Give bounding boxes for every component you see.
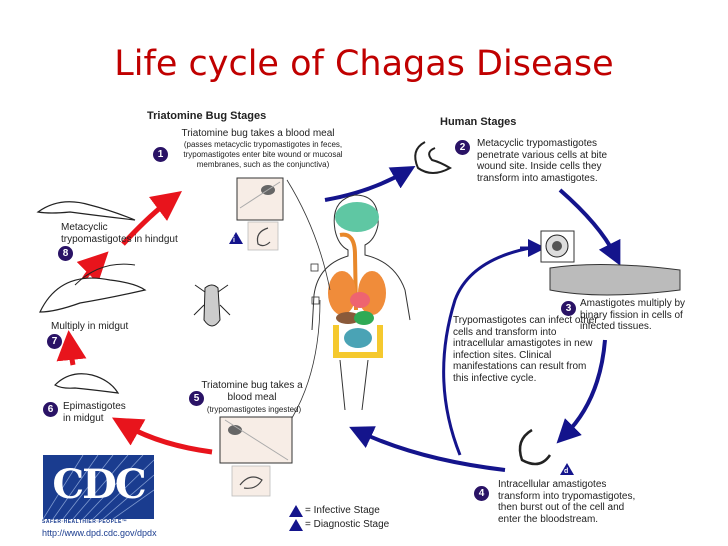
parasite-inset-5	[231, 465, 271, 497]
liver-illustration	[336, 312, 360, 324]
infective-stage-icon-1	[229, 232, 243, 244]
diagnostic-stage-icon-label: d	[564, 468, 569, 475]
infected-tissue-illustration	[549, 263, 681, 296]
stage-3-text: Amastigotes multiply by binary fission i…	[580, 298, 686, 332]
infective-stage-icon-label: i	[233, 237, 235, 244]
stage-1-detail: (passes metacyclic trypomastigotes in fe…	[183, 140, 343, 169]
legend-diagnostic-label: = Diagnostic Stage	[305, 519, 390, 530]
lungs-illustration-left	[328, 271, 356, 315]
human-figure	[311, 194, 411, 411]
stage-badge-8: 8	[58, 246, 73, 261]
triatomine-bug-illustration	[203, 284, 221, 327]
small-intestine-illustration	[344, 328, 372, 348]
stage-badge-1: 1	[153, 147, 168, 162]
arrow-4-to-5	[349, 426, 506, 472]
stage-1-title: Triatomine bug takes a blood meal	[181, 128, 335, 139]
brain-illustration	[335, 202, 379, 232]
stage-badge-3: 3	[561, 301, 576, 316]
heart-illustration	[350, 292, 370, 308]
legend-infective: = Infective Stage	[305, 505, 380, 516]
cdc-logo: CDC	[43, 455, 154, 519]
source-url[interactable]: http://www.dpd.cdc.gov/dpdx	[42, 528, 157, 538]
reinfection-cycle-note: Trypomastigotes can infect other cells a…	[453, 315, 598, 384]
page-title: Life cycle of Chagas Disease	[114, 44, 614, 84]
stage-8-text: Metacyclic trypomastigotes in hindgut	[61, 222, 178, 245]
stomach-illustration	[354, 311, 374, 325]
legend-infective-icon	[289, 505, 303, 517]
arrow-1-to-2	[324, 166, 416, 202]
arrow-reinfection-cycle	[442, 246, 531, 456]
bug-bite-illustration-5	[228, 425, 242, 435]
stage-badge-7: 7	[47, 334, 62, 349]
legend-infective-label: = Infective Stage	[305, 505, 380, 516]
legend-diagnostic-icon	[289, 519, 303, 531]
arrow-6-to-7	[56, 330, 87, 366]
cdc-tagline: SAFER·HEALTHIER·PEOPLE™	[42, 519, 128, 525]
arrow-5-to-6	[111, 417, 213, 455]
metacyclic-trypomastigote-illustration	[36, 201, 136, 221]
stage-2-text: Metacyclic trypomastigotes penetrate var…	[477, 138, 608, 184]
stage-badge-4: 4	[474, 486, 489, 501]
arrow-3-to-4	[556, 339, 607, 444]
stage-badge-5: 5	[189, 391, 204, 406]
stage-7-text: Multiply in midgut	[51, 321, 129, 332]
diagnostic-stage-icon-4	[560, 463, 574, 475]
stage-5-title: Triatomine bug takes a blood meal	[201, 380, 303, 403]
trypomastigote-penetrating-illustration	[414, 141, 452, 174]
section-heading-bug: Triatomine Bug Stages	[147, 110, 267, 122]
legend-diagnostic: = Diagnostic Stage	[305, 519, 389, 530]
arrow-2-to-3	[558, 188, 621, 266]
cdc-logo-rays	[43, 455, 154, 519]
bursting-cell-illustration	[518, 428, 552, 466]
arrow-8-to-1	[121, 190, 182, 246]
stage-badge-6: 6	[43, 402, 58, 417]
epimastigote-illustration	[54, 373, 120, 394]
stage-5-detail: (trypomastigotes ingested)	[206, 405, 302, 414]
section-heading-human: Human Stages	[440, 116, 517, 128]
multiplying-parasite-illustration	[39, 277, 147, 313]
stage-4-text: Intracellular amastigotes transform into…	[498, 479, 636, 525]
cdc-logo-text: CDC	[52, 461, 146, 508]
stage-badge-2: 2	[455, 140, 470, 155]
stage-6-text: Epimastigotes in midgut	[63, 401, 126, 424]
esophagus-illustration	[339, 232, 358, 311]
colon-illustration	[333, 325, 383, 358]
